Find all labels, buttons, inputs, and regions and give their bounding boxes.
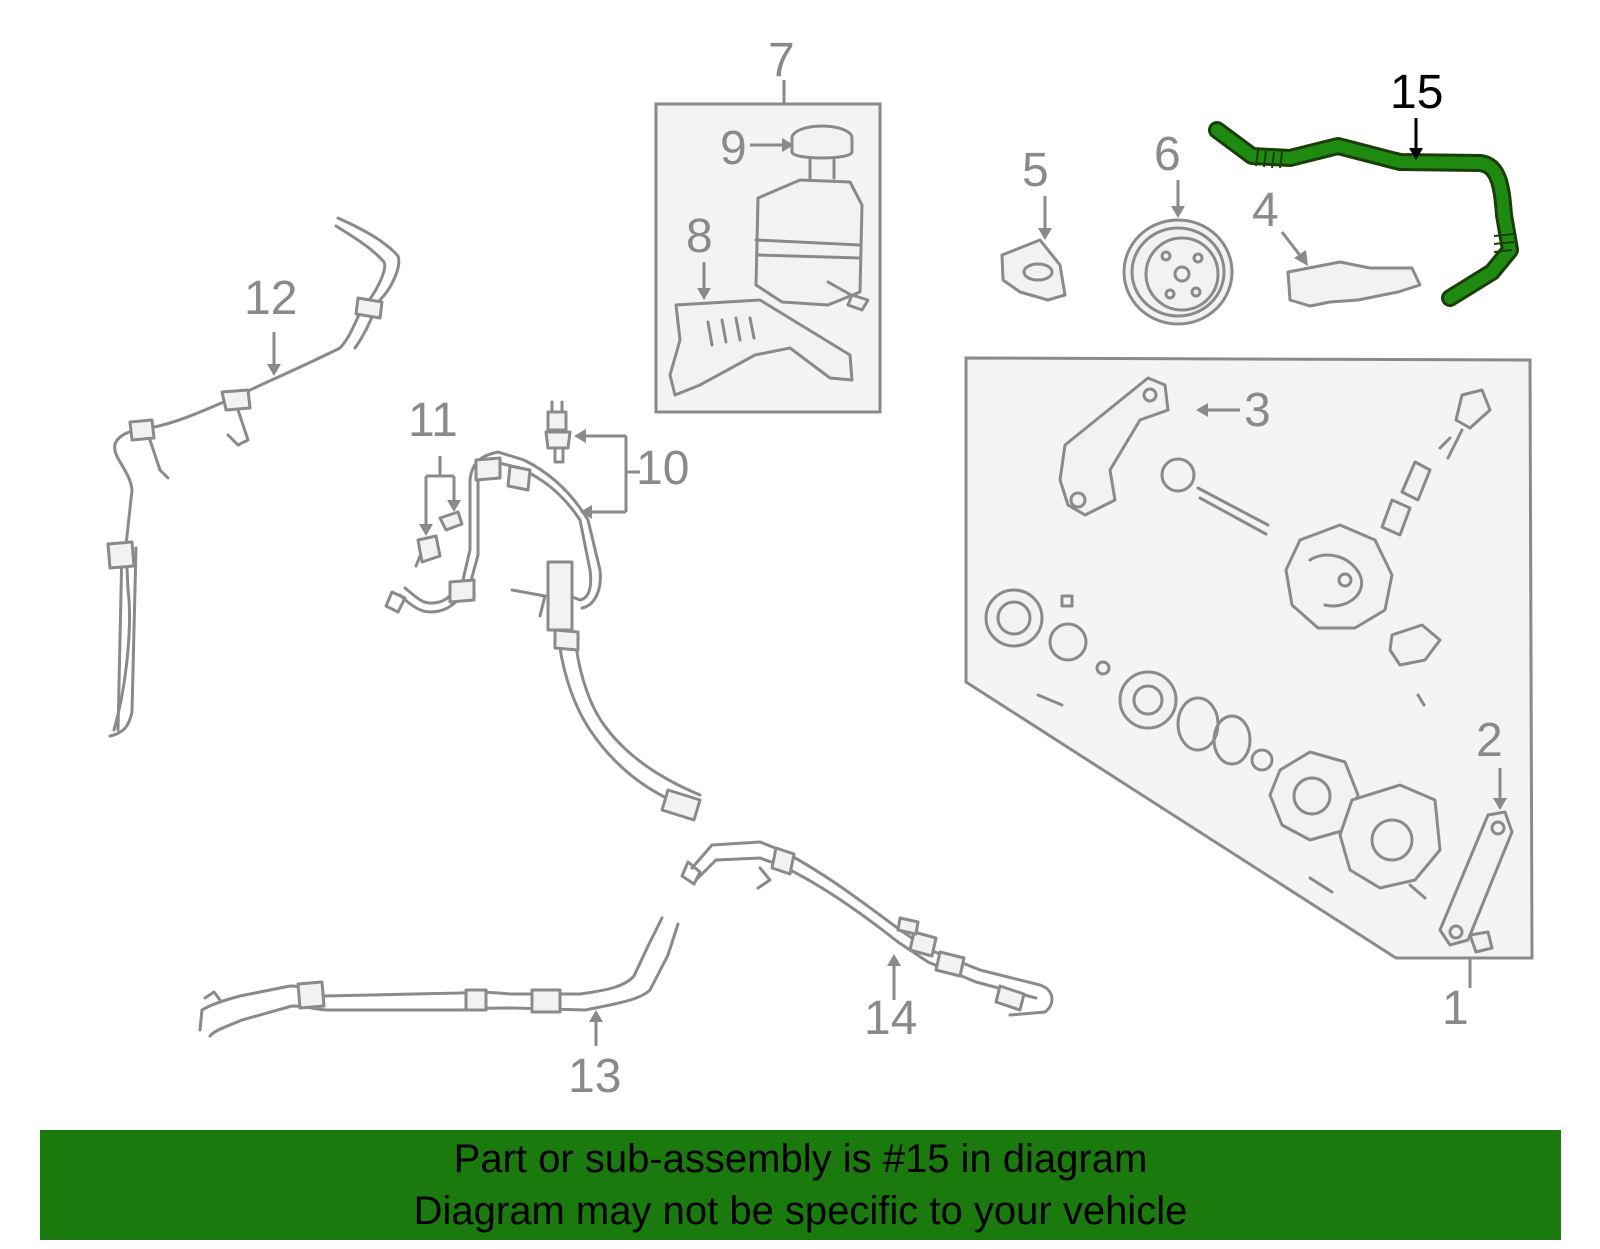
- callout-1: 1: [1442, 982, 1469, 1035]
- part-13-hose: [198, 916, 680, 1038]
- part-5-bracket: [1000, 238, 1067, 302]
- callout-8: 8: [686, 210, 713, 263]
- part-6-pulley: [1122, 218, 1234, 326]
- pump-assembly-panel: [964, 356, 1534, 960]
- reservoir-panel: [654, 102, 882, 414]
- part-10-pressure-line: [384, 450, 702, 822]
- callout-7: 7: [768, 34, 795, 87]
- part-12-hose: [106, 216, 401, 738]
- banner-line-part-info: Part or sub-assembly is #15 in diagram: [453, 1137, 1148, 1181]
- part-15-hose: [1208, 121, 1519, 307]
- callout-12: 12: [244, 272, 297, 325]
- banner-line-disclaimer: Diagram may not be specific to your vehi…: [413, 1189, 1188, 1233]
- callout-3: 3: [1244, 384, 1271, 437]
- callout-6: 6: [1154, 128, 1181, 181]
- callout-15: 15: [1390, 66, 1443, 119]
- leader-lines: [267, 80, 1507, 1046]
- callout-13: 13: [568, 1050, 621, 1103]
- callout-10: 10: [636, 442, 689, 495]
- part-5-hole: [1022, 262, 1054, 282]
- callout-2: 2: [1476, 714, 1503, 767]
- callout-4: 4: [1252, 184, 1279, 237]
- info-banner: Part or sub-assembly is #15 in diagram D…: [40, 1130, 1561, 1240]
- part-11-fittings: [414, 510, 464, 568]
- part-14-line: [680, 840, 1054, 1017]
- callout-11: 11: [408, 394, 458, 447]
- callout-14: 14: [864, 992, 917, 1045]
- part-4-bracket: [1286, 260, 1422, 308]
- callout-9: 9: [720, 122, 747, 175]
- part-10-sensor: [544, 400, 572, 464]
- callout-5: 5: [1022, 144, 1049, 197]
